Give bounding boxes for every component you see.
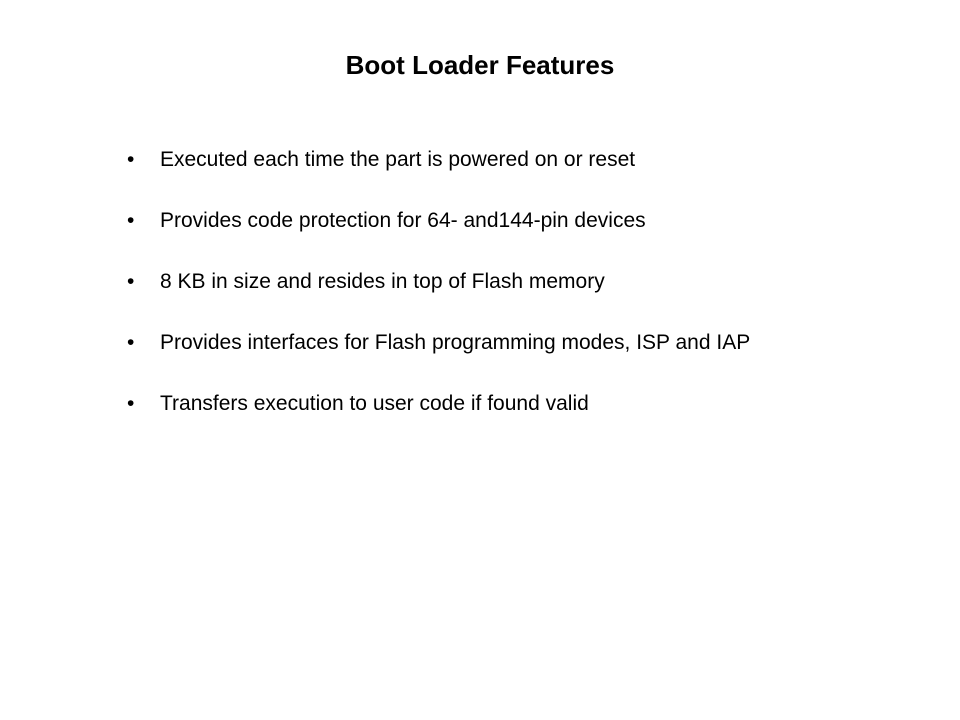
bullet-item: • Transfers execution to user code if fo… (127, 390, 907, 417)
bullet-text: Transfers execution to user code if foun… (160, 392, 589, 415)
bullet-dot-icon: • (127, 331, 135, 354)
bullet-text: Provides code protection for 64- and144-… (160, 209, 646, 232)
bullet-item: • Executed each time the part is powered… (127, 146, 907, 173)
bullet-text: Provides interfaces for Flash programmin… (160, 331, 751, 354)
bullet-item: • Provides interfaces for Flash programm… (127, 329, 907, 356)
slide-title: Boot Loader Features (345, 50, 615, 80)
bullet-text: 8 KB in size and resides in top of Flash… (160, 270, 605, 293)
bullet-item: • Provides code protection for 64- and14… (127, 207, 907, 234)
bullet-dot-icon: • (127, 392, 135, 415)
bullet-list: • Executed each time the part is powered… (127, 146, 907, 417)
bullet-text: Executed each time the part is powered o… (160, 148, 636, 171)
bullet-dot-icon: • (127, 270, 135, 293)
bullet-item: • 8 KB in size and resides in top of Fla… (127, 268, 907, 295)
bullet-dot-icon: • (127, 148, 135, 171)
bullet-dot-icon: • (127, 209, 135, 232)
